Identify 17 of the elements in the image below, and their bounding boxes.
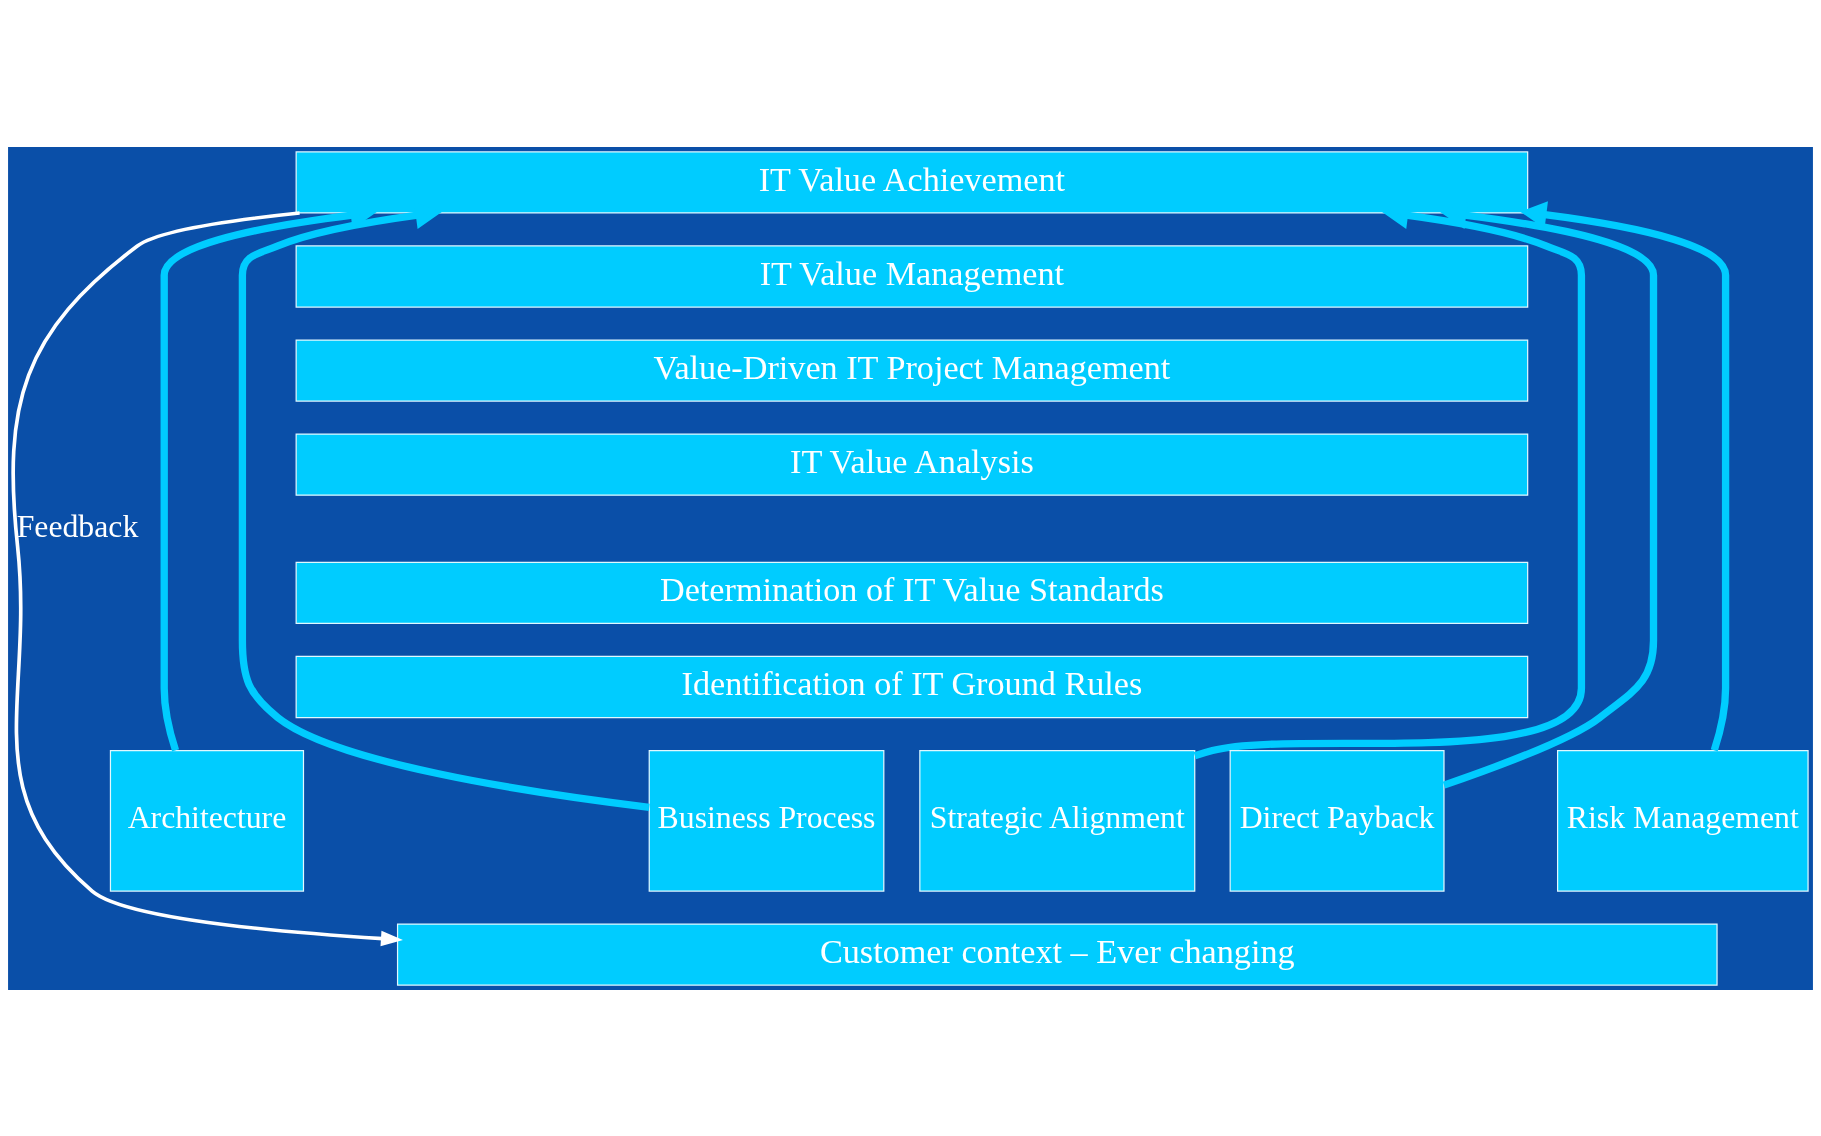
node-box: Determination of IT Value Standards <box>295 561 1529 624</box>
node-box: Risk Management <box>1557 749 1809 892</box>
node-box: IT Value Management <box>295 244 1529 308</box>
node-box: Strategic Alignment <box>919 749 1196 892</box>
node-box: IT Value Achievement <box>295 150 1529 214</box>
arrow <box>1440 201 1658 789</box>
arrow <box>1520 200 1730 751</box>
node-box: IT Value Analysis <box>295 433 1529 496</box>
edge-label: Feedback <box>16 507 139 543</box>
node-box: Business Process <box>648 749 885 892</box>
node-box: Value-Driven IT Project Management <box>295 338 1529 402</box>
node-box: Customer context – Ever changing <box>396 922 1718 986</box>
arrow <box>11 210 403 946</box>
node-box: Identification of IT Ground Rules <box>295 655 1529 718</box>
node-box: Direct Payback <box>1229 749 1445 892</box>
arrow <box>1193 201 1586 759</box>
node-box: Architecture <box>109 749 305 892</box>
